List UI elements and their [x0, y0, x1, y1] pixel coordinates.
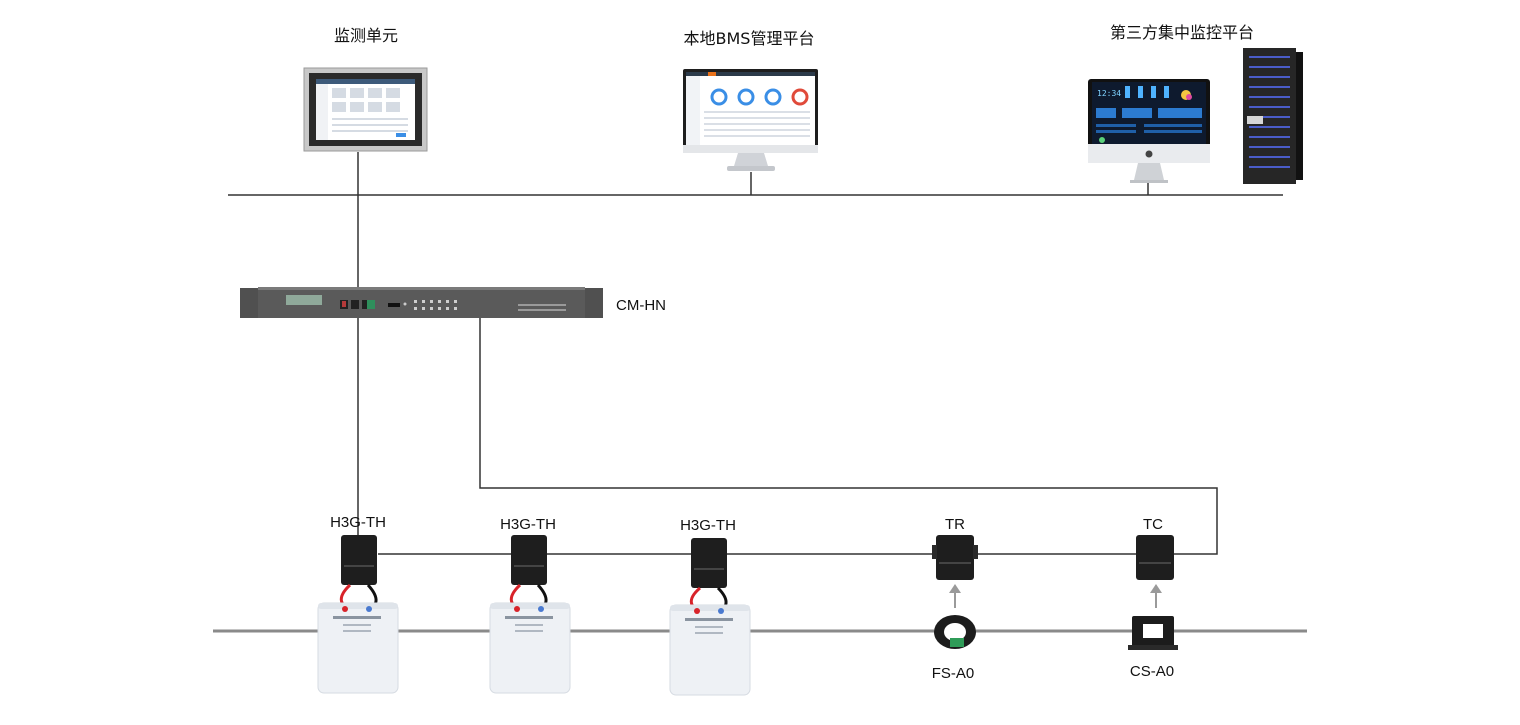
local-bms-monitor — [683, 69, 818, 171]
monitor-unit-panel — [303, 67, 428, 152]
tr-signal-arrow — [949, 584, 961, 608]
third-party-platform-label: 第三方集中监控平台 — [1110, 23, 1254, 42]
battery-cell-3 — [669, 604, 751, 696]
h3g-th-label-1: H3G-TH — [330, 514, 386, 531]
cm-hn-controller — [240, 287, 603, 318]
tc-module — [1136, 535, 1174, 580]
cs-a0-label: CS-A0 — [1130, 663, 1174, 680]
h3g-th-label-3: H3G-TH — [680, 517, 736, 534]
tc-label: TC — [1143, 516, 1163, 533]
link-cmhn-to-tc — [479, 318, 1218, 555]
h3g-th-label-2: H3G-TH — [500, 516, 556, 533]
cs-a0-sensor — [1128, 616, 1178, 650]
rack-server — [1243, 48, 1303, 184]
fs-a0-sensor — [934, 615, 976, 649]
dashboard-clock: 12:34 — [1097, 89, 1121, 98]
battery-cell-1 — [317, 602, 399, 694]
third-party-monitor: 12:34 — [1088, 79, 1210, 183]
cm-hn-label: CM-HN — [616, 297, 666, 314]
tr-module — [932, 535, 978, 580]
h3g-th-module-2 — [509, 535, 548, 614]
h3g-th-module-3 — [689, 538, 728, 616]
h3g-th-module-1 — [339, 535, 378, 614]
tr-label: TR — [945, 516, 965, 533]
connection-lines — [228, 152, 1283, 555]
monitor-unit-label: 监测单元 — [334, 26, 398, 45]
tc-signal-arrow — [1150, 584, 1162, 608]
local-bms-label: 本地BMS管理平台 — [684, 29, 815, 48]
fs-a0-label: FS-A0 — [932, 665, 975, 682]
battery-cell-2 — [489, 602, 571, 694]
